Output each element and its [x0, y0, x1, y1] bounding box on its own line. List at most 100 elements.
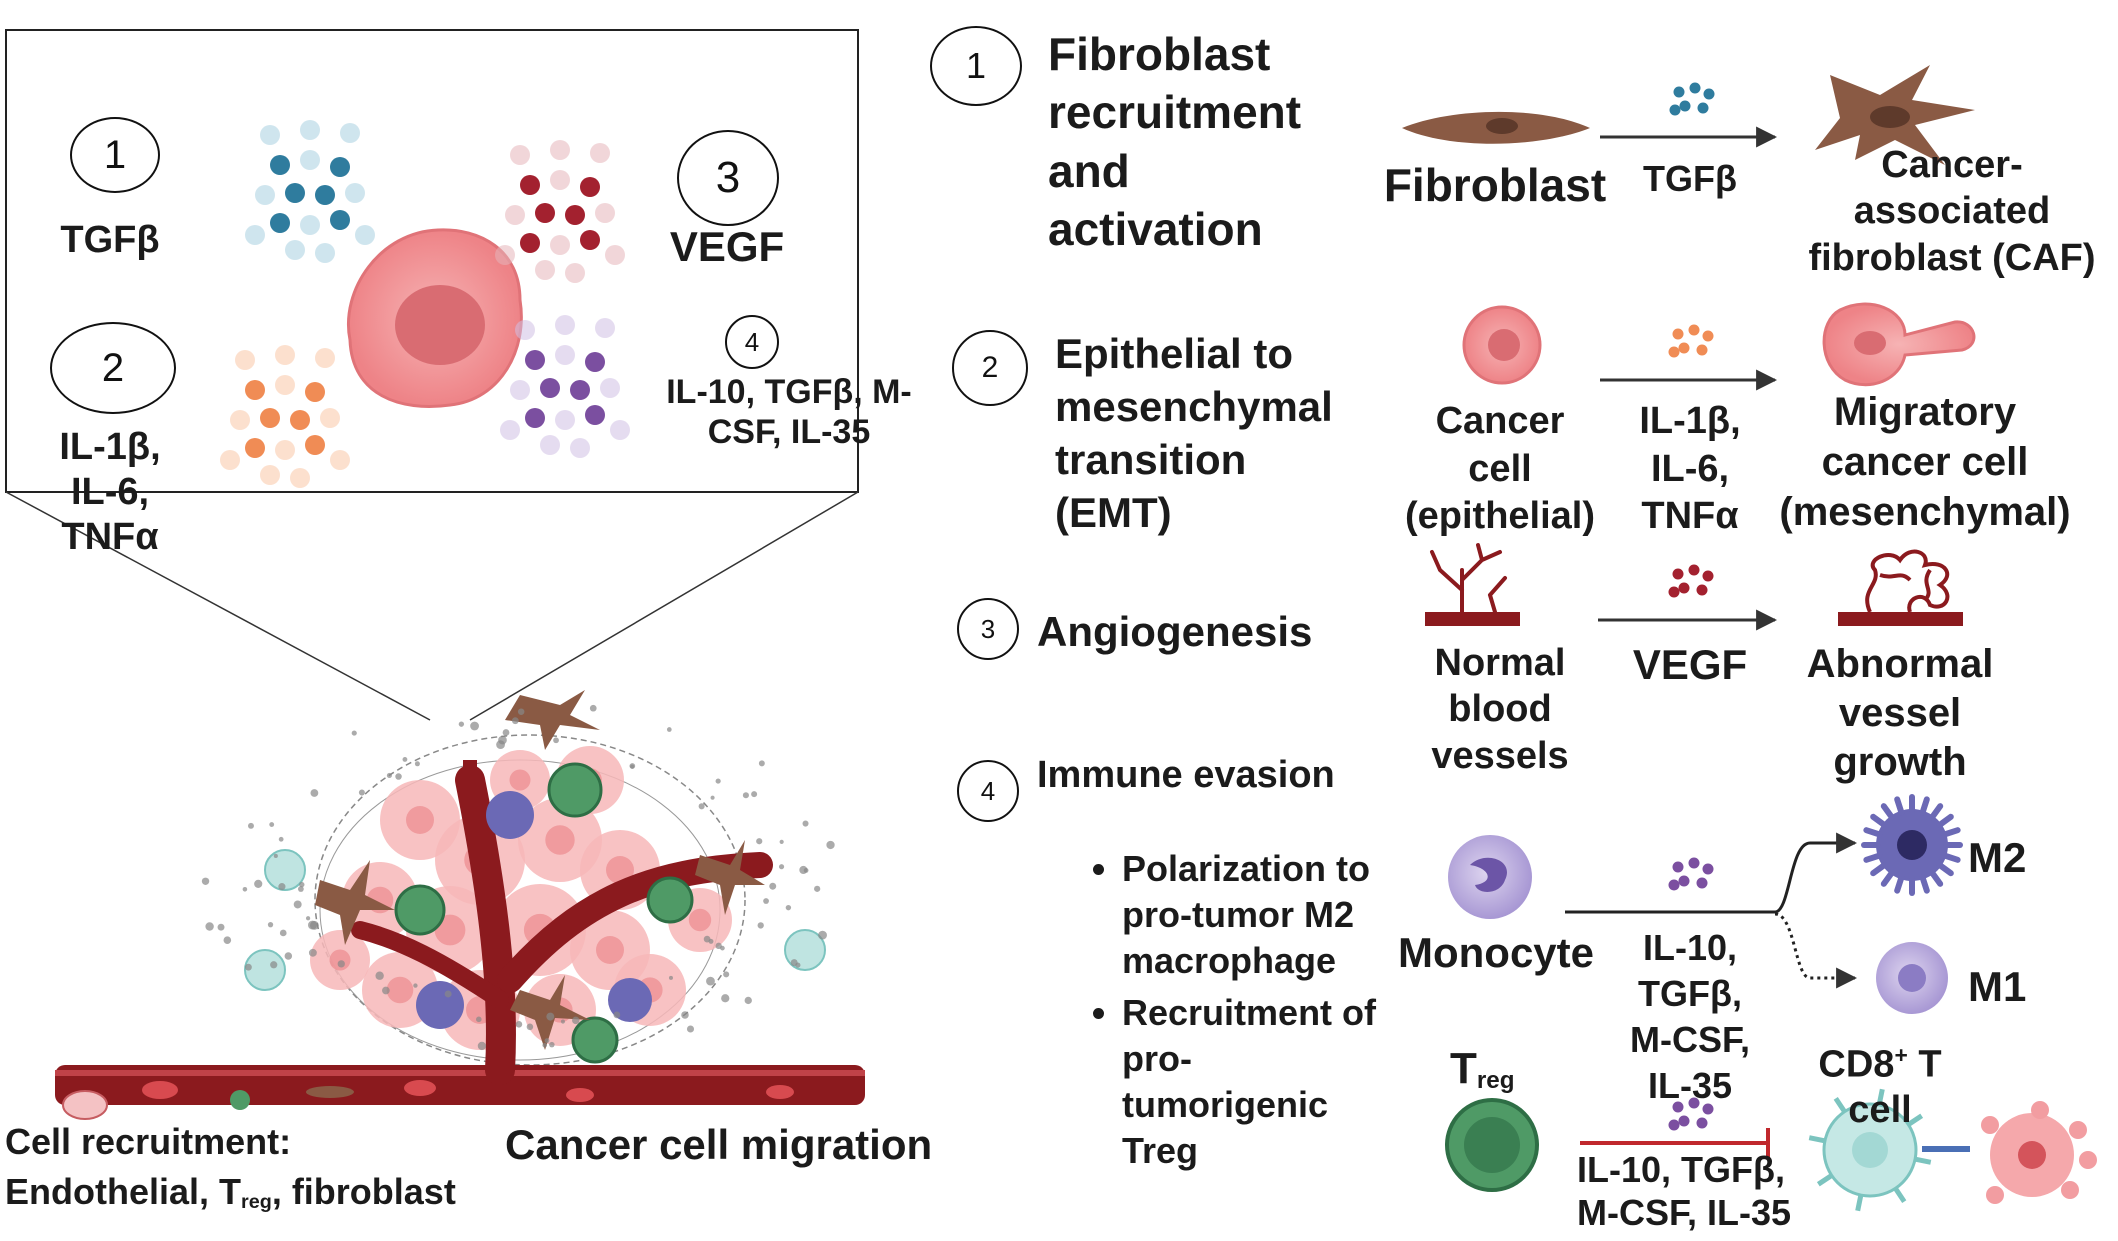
- vegf-dot: [1672, 568, 1684, 580]
- m1-macrophage-icon: [1876, 942, 1948, 1014]
- speckle: [278, 836, 284, 842]
- il-dot: [260, 465, 280, 485]
- vegf-dot: [550, 235, 570, 255]
- speckle: [217, 923, 225, 931]
- cd8-receptor: [1855, 1193, 1864, 1212]
- speckle: [553, 737, 559, 744]
- il-dot: [305, 382, 325, 402]
- il-dot: [275, 375, 295, 395]
- speckle: [757, 922, 764, 929]
- fibroblast-icon: [1402, 111, 1590, 144]
- speckles: [201, 704, 835, 1051]
- il-dot: [275, 440, 295, 460]
- inset-tgfb-label: TGFβ: [60, 219, 160, 261]
- il10-dot: [555, 315, 575, 335]
- il10-dot: [525, 408, 545, 428]
- m2-spike: [1863, 852, 1883, 863]
- tumor-cancer-nucleus: [509, 769, 531, 791]
- il-dot: [220, 450, 240, 470]
- m2-spike: [1919, 796, 1930, 816]
- speckle: [721, 994, 730, 1003]
- m2-spike: [1894, 796, 1905, 816]
- step4-title: Immune evasion: [1037, 754, 1335, 796]
- speckle: [402, 757, 408, 762]
- step1-signal-label: TGFβ: [1643, 158, 1737, 199]
- speckle: [476, 1016, 482, 1023]
- tumor-cancer-nucleus: [606, 856, 634, 884]
- il10-dot: [585, 405, 605, 425]
- m2-spike: [1880, 869, 1896, 887]
- speckle: [666, 727, 672, 732]
- il-dot: [260, 408, 280, 428]
- vegf-dot: [520, 175, 540, 195]
- treg-label: Treg: [1450, 1044, 1515, 1094]
- il-dot: [275, 345, 295, 365]
- speckle: [681, 1011, 689, 1019]
- tgfb-dot: [355, 225, 375, 245]
- zoom-line-right: [469, 491, 859, 721]
- recruitment-types-label: Endothelial, Treg, fibroblast: [5, 1171, 456, 1213]
- speckle: [242, 887, 248, 892]
- abnormal-vessel-icon: [1838, 549, 1963, 626]
- m2-spike: [1919, 874, 1930, 894]
- inset-step1-number: 1: [70, 117, 160, 193]
- tgfb-dot: [315, 243, 335, 263]
- speckle: [293, 900, 302, 909]
- il-dot: [305, 435, 325, 455]
- speckle: [826, 840, 835, 850]
- il10-dot: [1668, 1119, 1680, 1131]
- il10-dot: [600, 378, 620, 398]
- inset-cancer-cell: [347, 228, 523, 408]
- cd8-receptor: [1876, 1088, 1885, 1107]
- cd8-receptors: [1808, 1088, 1932, 1212]
- il10-dot: [515, 320, 535, 340]
- speckle: [802, 820, 809, 827]
- speckle: [785, 904, 792, 911]
- vegf-dot: [1668, 586, 1680, 598]
- step2-title: Epithelial to mesenchymal transition (EM…: [1055, 330, 1333, 536]
- il10-dot: [1672, 1101, 1684, 1113]
- tgfb-dot: [300, 150, 320, 170]
- tgfb-dot: [345, 183, 365, 203]
- vegf-dot: [550, 170, 570, 190]
- speckle: [542, 1042, 548, 1048]
- inset-step2-number: 2: [50, 322, 176, 414]
- speckle: [278, 883, 286, 891]
- il-dot: [230, 410, 250, 430]
- step3-title: Angiogenesis: [1037, 608, 1313, 655]
- speckle: [267, 922, 274, 928]
- tumor-fragment: [2079, 1151, 2097, 1169]
- il-dot: [1702, 330, 1714, 342]
- tgfb-dot: [270, 155, 290, 175]
- speckle: [458, 721, 465, 727]
- speckle: [395, 773, 402, 780]
- tgfb-dot: [340, 123, 360, 143]
- m1-arrow: [1774, 912, 1858, 989]
- tumor-fragment: [2031, 1101, 2049, 1119]
- migratory-cancer-cell-icon: [1822, 302, 1976, 387]
- bullet-treg-recruitment: Recruitment of pro-tumorigenic Treg: [1122, 990, 1390, 1174]
- il10-dot: [555, 345, 575, 365]
- vegf-dot: [1702, 570, 1714, 582]
- tgfb-dot: [300, 215, 320, 235]
- speckle: [708, 938, 714, 944]
- tumor-fragments: [1981, 1101, 2097, 1204]
- vegf-dot: [520, 233, 540, 253]
- tgfb-dot: [330, 157, 350, 177]
- bullet-polarization: Polarization to pro-tumor M2 macrophage: [1122, 846, 1390, 984]
- inset-signal-dots: [220, 120, 630, 488]
- vegf-dot: [495, 245, 515, 265]
- step4-signal-label: IL-10, TGFβ, M-CSF, IL-35: [1630, 927, 1750, 1107]
- vegf-dot: [595, 203, 615, 223]
- speckle: [589, 704, 597, 712]
- step1-title: Fibroblast recruitment and activation: [1048, 28, 1302, 256]
- abnormal-vessel-label: Abnormal vessel growth: [1806, 642, 1994, 784]
- inset-step4-number: 4: [725, 315, 779, 369]
- speckle: [720, 945, 725, 951]
- vegf-dot: [510, 145, 530, 165]
- vegf-dot: [550, 140, 570, 160]
- m2-spike: [1870, 861, 1888, 877]
- il-dot: [290, 468, 310, 488]
- tumor-cancer-nucleus: [688, 908, 712, 932]
- vegf-dot: [580, 230, 600, 250]
